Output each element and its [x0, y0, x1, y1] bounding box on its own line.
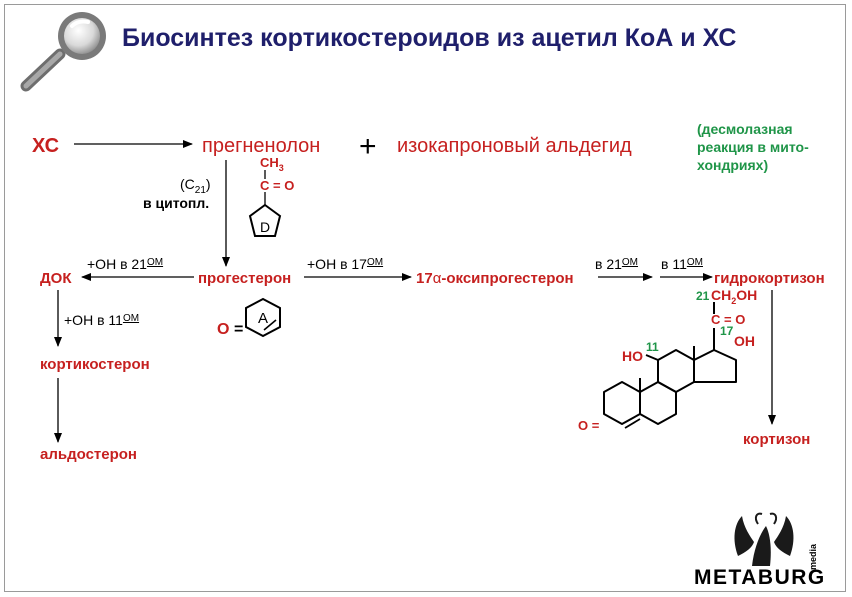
position-17: 17: [720, 324, 734, 338]
diagram-frame: [4, 4, 846, 592]
cytoplasm-label: в цитопл.: [143, 195, 209, 211]
magnifier-icon: [20, 12, 106, 92]
hydrocortisone-label: гидрокортизон: [714, 270, 825, 287]
ch2oh-group: CH2OH: [711, 287, 757, 306]
progesterone-label: прогестерон: [198, 270, 291, 287]
ring-d-label: D: [260, 219, 270, 235]
desmolase-note-line3: хондриях): [697, 157, 768, 173]
bond-c11-oh: [645, 354, 659, 361]
c21-label: (C21): [180, 176, 211, 196]
isocaproic-aldehyde-label: изокапроновый альдегид: [397, 135, 632, 157]
arrow-oh11-label: +ОН в 11ОМ: [64, 312, 139, 328]
xc-label: ХС: [32, 135, 59, 157]
desmolase-note-line1: (десмолазная: [697, 121, 793, 137]
keto-oxygen: O =: [578, 418, 600, 433]
ring-a-eq: =: [234, 321, 243, 338]
ring-a-oxygen: O: [217, 321, 229, 338]
arrow-oh17-label: +ОН в 17ОМ: [307, 256, 383, 272]
oh-17: OH: [734, 333, 755, 349]
corticosterone-label: кортикостерон: [40, 356, 150, 373]
ring-a-double-bond: [263, 319, 277, 331]
cortisone-label: кортизон: [743, 431, 810, 448]
steroid-double-bond: [624, 418, 641, 429]
desmolase-note-line2: реакция в мито-: [697, 139, 809, 155]
metaburg-logo-icon: [734, 512, 794, 566]
page-title: Биосинтез кортикостероидов из ацетил КоА…: [122, 24, 737, 52]
hydroxyprogesterone-label: 17α-оксипрогестерон: [416, 270, 574, 287]
side-chain-ch3: CH3: [260, 155, 284, 173]
ring-a-label: A: [258, 310, 268, 327]
ring-d-shape: [248, 203, 282, 237]
steroid-c-eq-o: C = O: [711, 312, 745, 327]
side-chain-c-eq-o: C = O: [260, 178, 294, 193]
doc-label: ДОК: [40, 270, 72, 287]
position-11: 11: [646, 340, 659, 354]
ring-a-shape: [245, 297, 281, 338]
brand-sub: media: [808, 543, 818, 570]
pregnenolone-label: прегненолон: [202, 135, 320, 157]
arrow-b21-label: в 21ОМ: [595, 256, 638, 272]
arrow-b11-label: в 11ОМ: [661, 256, 703, 272]
brand-name: METABURG: [694, 566, 826, 589]
position-21: 21: [696, 289, 710, 303]
ho-11: HO: [622, 348, 643, 364]
arrow-oh21-label: +ОН в 21ОМ: [87, 256, 163, 272]
aldosterone-label: альдостерон: [40, 446, 137, 463]
plus-sign: +: [359, 130, 377, 163]
